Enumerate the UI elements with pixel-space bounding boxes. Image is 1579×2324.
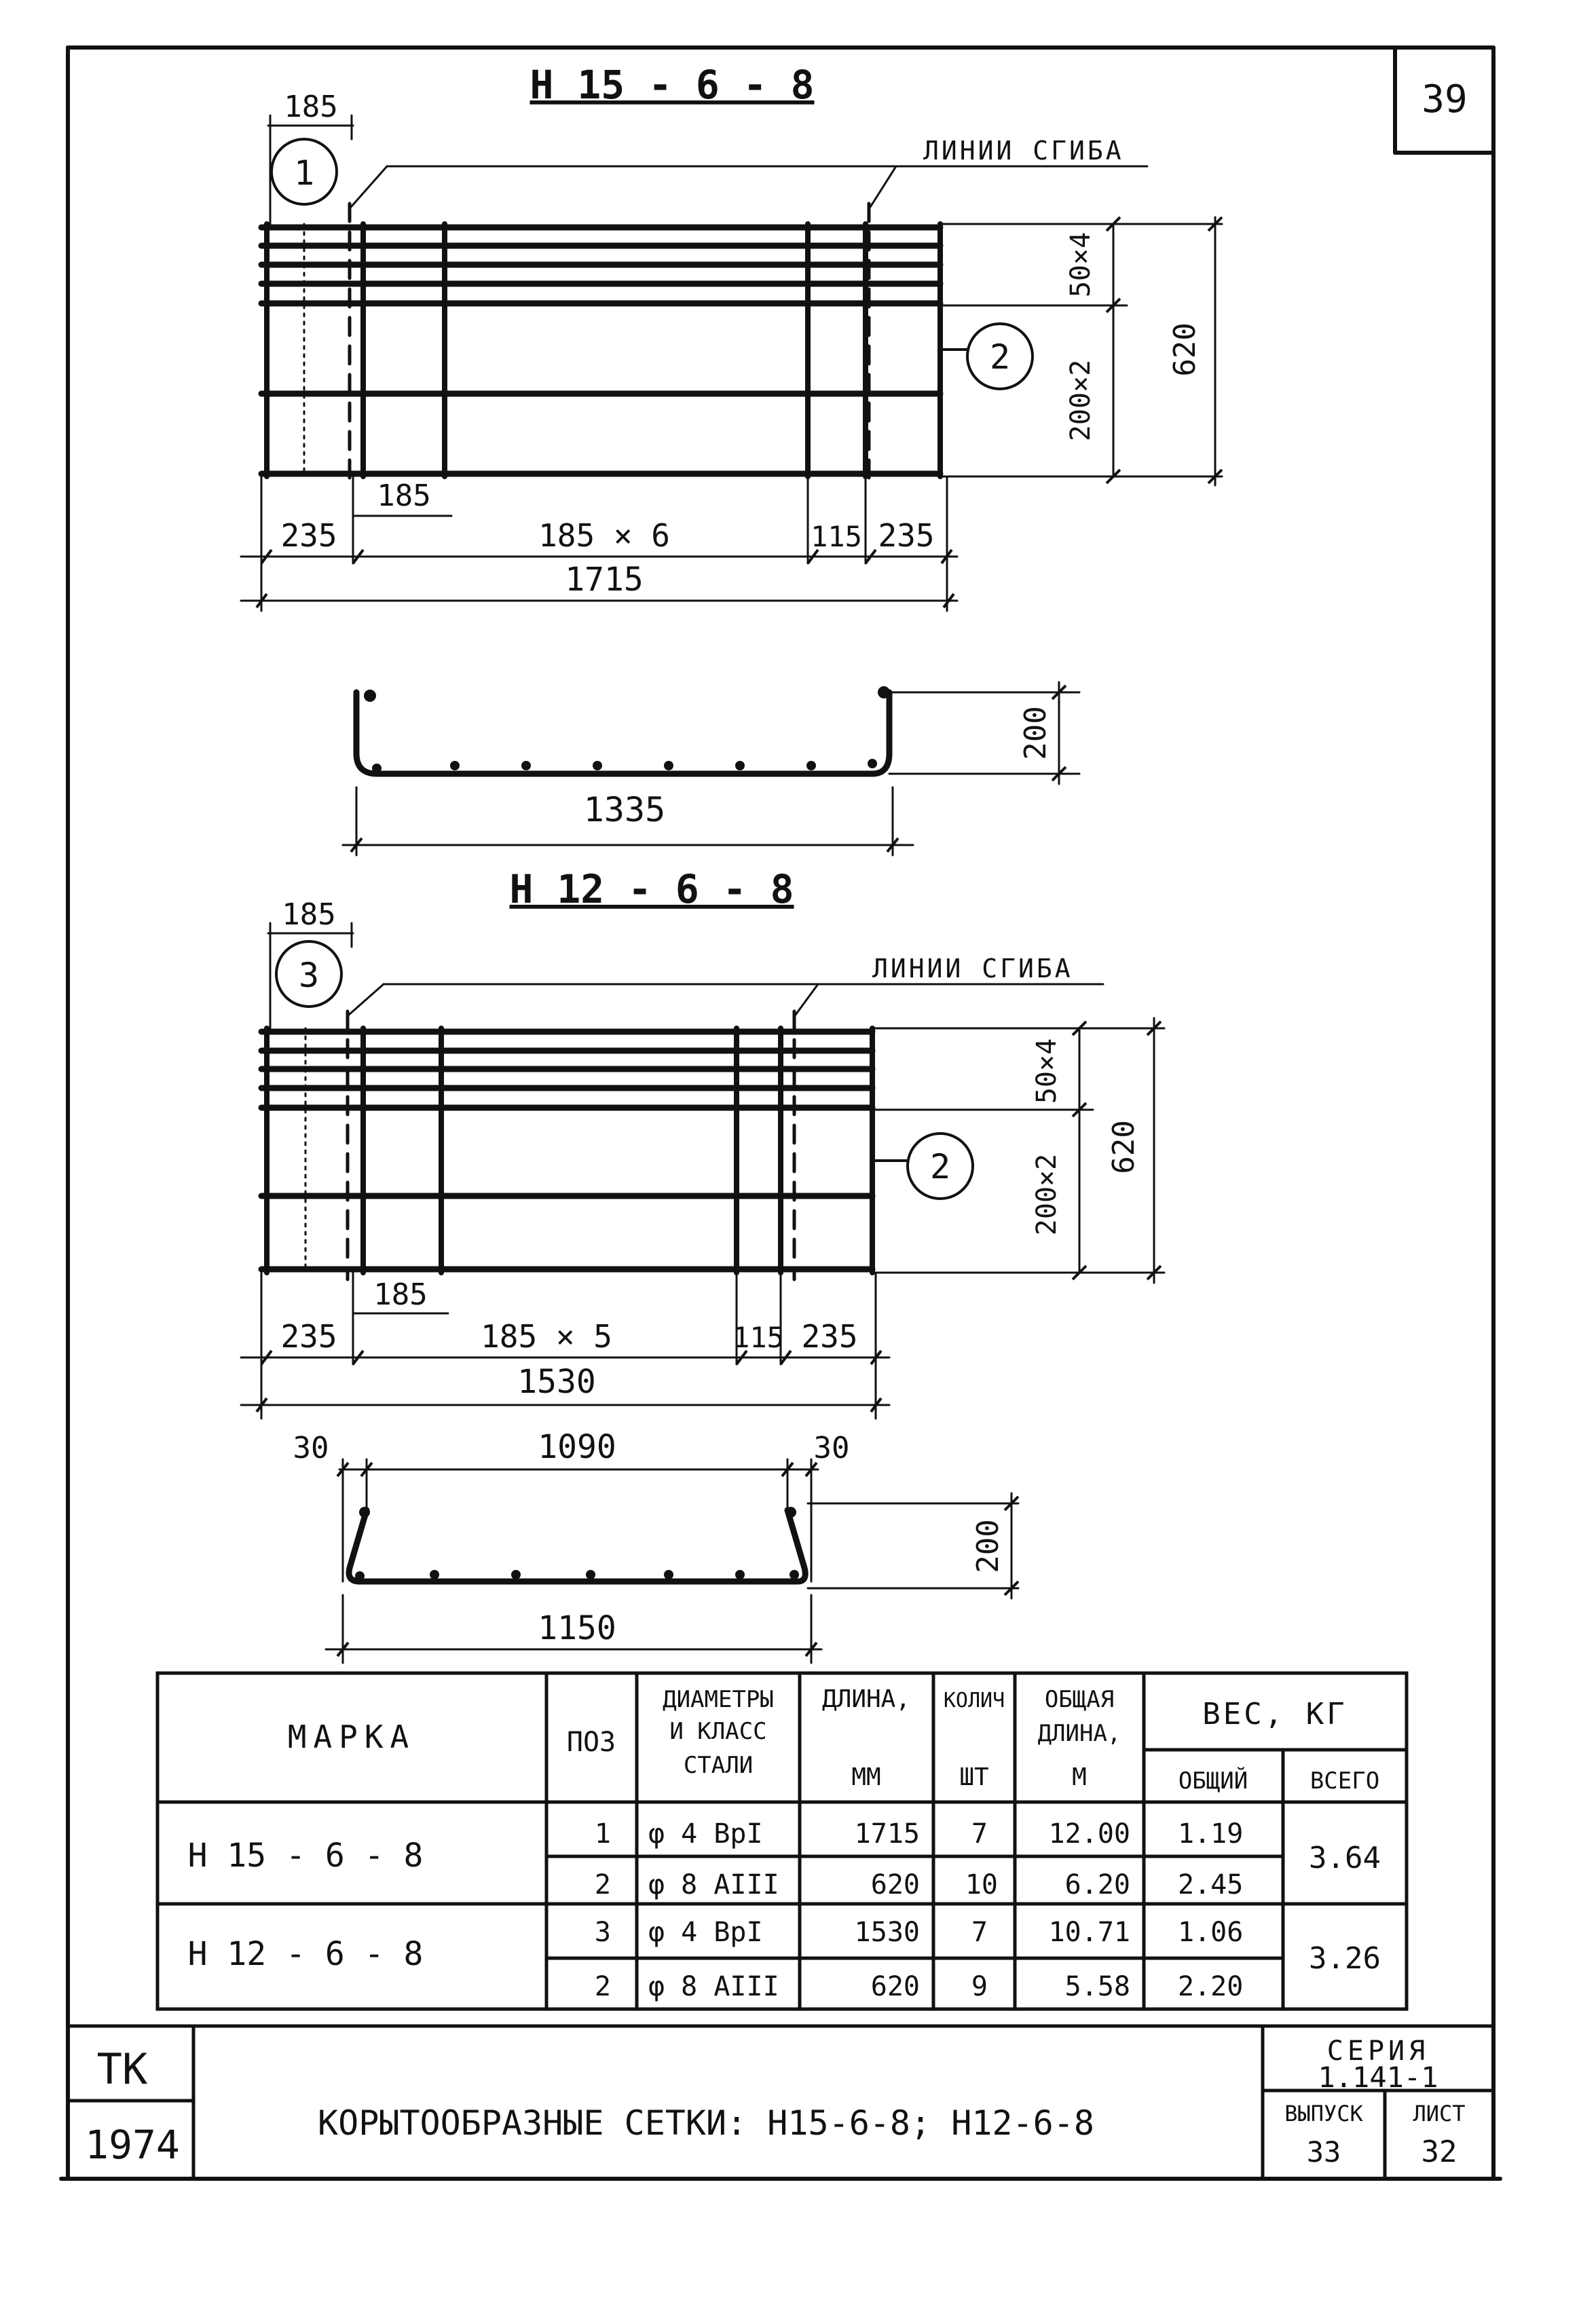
table-cell-dia: φ 4 ВрI xyxy=(648,1917,763,1948)
mesh1-dim-total: 1715 xyxy=(565,561,644,599)
mesh2-section-width: 1150 xyxy=(538,1609,616,1647)
table-header-length-1: ДЛИНА, xyxy=(822,1685,910,1713)
mesh1-dim-right-235: 235 xyxy=(878,517,934,554)
table-cell-len: 1715 xyxy=(855,1818,920,1850)
mesh2-dim-185x5: 185 × 5 xyxy=(481,1318,612,1355)
mesh2-plan xyxy=(240,922,1166,1420)
mesh2-dim-right-235: 235 xyxy=(801,1318,857,1355)
series-label: СЕРИЯ xyxy=(1327,2036,1429,2067)
table-header-weight: ВЕС, КГ xyxy=(1202,1697,1347,1731)
mesh1-position-2: 2 xyxy=(990,337,1010,377)
table-header-total-length-3: М xyxy=(1072,1763,1087,1791)
table-total-h12: 3.26 xyxy=(1309,1941,1381,1976)
table-header-total-length-2: ДЛИНА, xyxy=(1038,1720,1121,1747)
table-header-mark: МАРКА xyxy=(288,1719,415,1755)
table-header-total-length-1: ОБЩАЯ xyxy=(1045,1686,1114,1713)
mesh2-dim-115: 115 xyxy=(732,1321,784,1354)
mesh1-section-width: 1335 xyxy=(584,790,665,829)
mesh2-dim-left-235: 235 xyxy=(280,1318,337,1355)
table-cell-pos: 2 xyxy=(595,1869,611,1900)
mesh2-section-left: 30 xyxy=(293,1431,329,1465)
mesh2-dim-620: 620 xyxy=(1107,1120,1141,1174)
table-header-pos: ПОЗ xyxy=(567,1727,616,1758)
mesh1-dim-185x6: 185 × 6 xyxy=(538,517,670,554)
mesh1-dim-50x4: 50×4 xyxy=(1065,232,1096,297)
title-block-grid xyxy=(66,2024,1496,2181)
mesh2-top-dim: 185 xyxy=(282,897,335,932)
table-cell-qty: 9 xyxy=(971,1971,988,2002)
mesh2-section-height: 200 xyxy=(971,1519,1005,1573)
drawing-title: КОРЫТООБРАЗНЫЕ СЕТКИ: Н15-6-8; Н12-6-8 xyxy=(318,2103,1094,2143)
table-header-diameter-1: ДИАМЕТРЫ xyxy=(663,1686,774,1713)
table-cell-pos: 3 xyxy=(595,1917,611,1948)
table-cell-total-length: 10.71 xyxy=(1049,1917,1130,1948)
section-bar-dots xyxy=(355,686,890,1581)
mesh2-dim-200x2: 200×2 xyxy=(1031,1154,1062,1235)
table-cell-total-length: 5.58 xyxy=(1065,1971,1130,2002)
mesh1-dim-620: 620 xyxy=(1168,322,1202,376)
page-number: 39 xyxy=(1422,77,1467,121)
table-cell-qty: 7 xyxy=(971,1818,988,1850)
mesh1-section-height: 200 xyxy=(1018,706,1053,760)
mesh1-section xyxy=(341,681,1081,857)
table-header-qty-1: КОЛИЧ xyxy=(944,1689,1005,1712)
table-cell-total-length: 12.00 xyxy=(1049,1818,1130,1850)
table-cell-weight: 2.20 xyxy=(1178,1971,1243,2002)
mesh2-dim-total: 1530 xyxy=(517,1363,596,1401)
sheet-label: ЛИСТ xyxy=(1413,2101,1465,2126)
mesh2-dim-50x4: 50×4 xyxy=(1031,1038,1062,1104)
issue-value: 33 xyxy=(1307,2135,1341,2169)
mesh1-title: Н 15 - 6 - 8 xyxy=(530,62,814,108)
issue-label: ВЫПУСК xyxy=(1284,2101,1363,2126)
table-header-diameter-3: СТАЛИ xyxy=(684,1752,753,1779)
table-cell-pos: 2 xyxy=(595,1971,611,2002)
table-cell-weight: 1.19 xyxy=(1178,1818,1243,1850)
table-header-qty-2: ШТ xyxy=(959,1763,988,1791)
mesh1-bend-lines-label: ЛИНИИ СГИБА xyxy=(923,136,1124,166)
title-block-year: 1974 xyxy=(85,2122,180,2168)
spec-table-grid xyxy=(155,1671,1409,2011)
mesh2-position-2: 2 xyxy=(930,1147,950,1186)
mesh2-dim-inner-185: 185 xyxy=(373,1277,427,1312)
mesh2-title: Н 12 - 6 - 8 xyxy=(509,866,794,912)
mesh1-dim-115: 115 xyxy=(811,520,862,553)
mesh2-section xyxy=(324,1458,1020,1664)
table-cell-qty: 7 xyxy=(971,1917,988,1948)
table-cell-len: 1530 xyxy=(855,1917,920,1948)
table-header-diameter-2: И КЛАСС xyxy=(669,1718,766,1745)
table-cell-dia: φ 8 АIII xyxy=(648,1971,779,2002)
mesh1-top-dim: 185 xyxy=(284,90,337,124)
table-header-length-2: ММ xyxy=(851,1763,880,1791)
table-cell-qty: 10 xyxy=(965,1869,998,1900)
page-number-box xyxy=(1393,45,1496,155)
table-cell-dia: φ 8 АIII xyxy=(648,1869,779,1900)
table-cell-len: 620 xyxy=(871,1971,920,2002)
sheet-frame xyxy=(59,45,1502,2181)
table-cell-dia: φ 4 ВрI xyxy=(648,1818,763,1850)
mesh1-dim-200x2: 200×2 xyxy=(1065,360,1096,441)
table-mark-h12: Н 12 - 6 - 8 xyxy=(188,1935,424,1973)
mesh2-section-right: 30 xyxy=(814,1431,850,1465)
table-cell-len: 620 xyxy=(871,1869,920,1900)
mesh1-plan xyxy=(240,114,1223,612)
dimension-ticks xyxy=(255,216,1223,1657)
title-block-org: ТК xyxy=(97,2044,148,2094)
mesh1-dim-inner-185: 185 xyxy=(377,479,430,513)
table-mark-h15: Н 15 - 6 - 8 xyxy=(188,1837,424,1875)
table-cell-weight: 2.45 xyxy=(1178,1869,1243,1900)
mesh1-position-1: 1 xyxy=(294,153,314,193)
table-total-h15: 3.64 xyxy=(1309,1841,1381,1875)
mesh1-dim-left-235: 235 xyxy=(280,517,337,554)
table-cell-pos: 1 xyxy=(595,1818,611,1850)
table-cell-weight: 1.06 xyxy=(1178,1917,1243,1948)
series-value: 1.141-1 xyxy=(1318,2061,1438,2094)
mesh2-section-top: 1090 xyxy=(538,1428,616,1466)
mesh2-position-3: 3 xyxy=(299,956,319,995)
sheet-value: 32 xyxy=(1422,2135,1457,2169)
table-header-weight-each: ОБЩИЙ xyxy=(1178,1767,1248,1795)
table-cell-total-length: 6.20 xyxy=(1065,1869,1130,1900)
mesh2-bend-lines-label: ЛИНИИ СГИБА xyxy=(872,954,1073,983)
table-header-weight-total: ВСЕГО xyxy=(1310,1767,1379,1795)
